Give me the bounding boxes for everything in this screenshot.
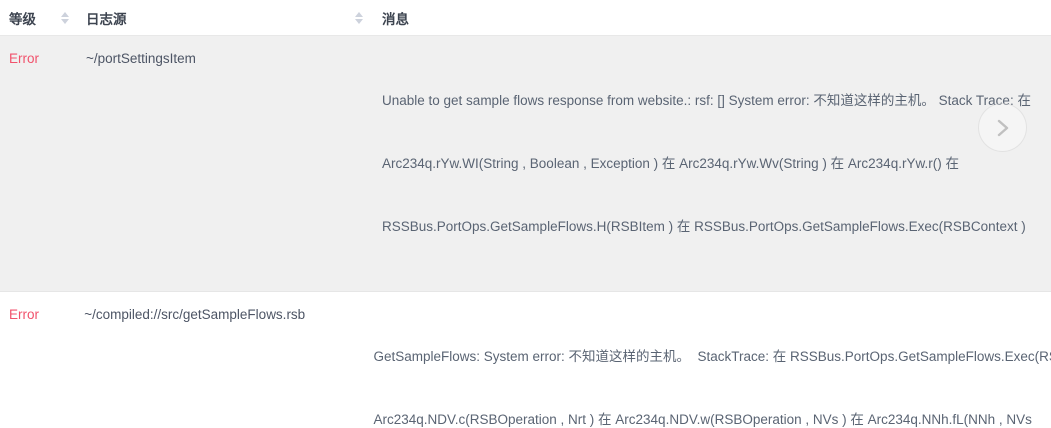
caret-down-icon bbox=[61, 18, 69, 24]
cell-source: ~/portSettingsItem bbox=[86, 51, 196, 66]
column-header-message: 消息 bbox=[382, 8, 1051, 28]
cell-source: ~/compiled://src/getSampleFlows.rsb bbox=[84, 307, 306, 322]
cell-level: Error bbox=[9, 307, 39, 322]
message-line: RSSBus.PortOps.GetSampleFlows.H(RSBItem … bbox=[382, 219, 1026, 234]
message-line: GetSampleFlows: System error: 不知道这样的主机。 … bbox=[373, 349, 1051, 364]
caret-up-icon bbox=[355, 11, 363, 17]
table-header-row: 等级 日志源 消息 bbox=[0, 0, 1051, 36]
sort-caret-icon-level[interactable] bbox=[60, 9, 70, 27]
cell-message: Unable to get sample flows response from… bbox=[382, 36, 1051, 291]
caret-down-icon bbox=[355, 18, 363, 24]
table-body: Error ~/portSettingsItem Unable to get s… bbox=[0, 36, 1051, 428]
chevron-right-icon bbox=[997, 119, 1008, 136]
caret-up-icon bbox=[61, 11, 69, 17]
table-row[interactable]: Error ~/portSettingsItem Unable to get s… bbox=[0, 36, 1051, 292]
table-row[interactable]: Error ~/compiled://src/getSampleFlows.rs… bbox=[0, 292, 1051, 428]
message-line: Arc234q.rYw.WI(String , Boolean , Except… bbox=[382, 156, 959, 171]
next-arrow-button[interactable] bbox=[978, 103, 1027, 152]
column-header-source[interactable]: 日志源 bbox=[86, 8, 382, 28]
message-line: Unable to get sample flows response from… bbox=[382, 93, 1031, 108]
column-header-message-label: 消息 bbox=[382, 11, 409, 27]
cell-level: Error bbox=[9, 51, 39, 66]
sort-caret-icon-source[interactable] bbox=[354, 9, 364, 27]
column-header-source-label: 日志源 bbox=[86, 11, 127, 27]
column-header-level[interactable]: 等级 bbox=[0, 8, 86, 28]
message-line: Arc234q.NDV.c(RSBOperation , Nrt ) 在 Arc… bbox=[373, 412, 1032, 427]
cell-message: GetSampleFlows: System error: 不知道这样的主机。 … bbox=[373, 292, 1051, 428]
column-header-level-label: 等级 bbox=[9, 11, 36, 27]
